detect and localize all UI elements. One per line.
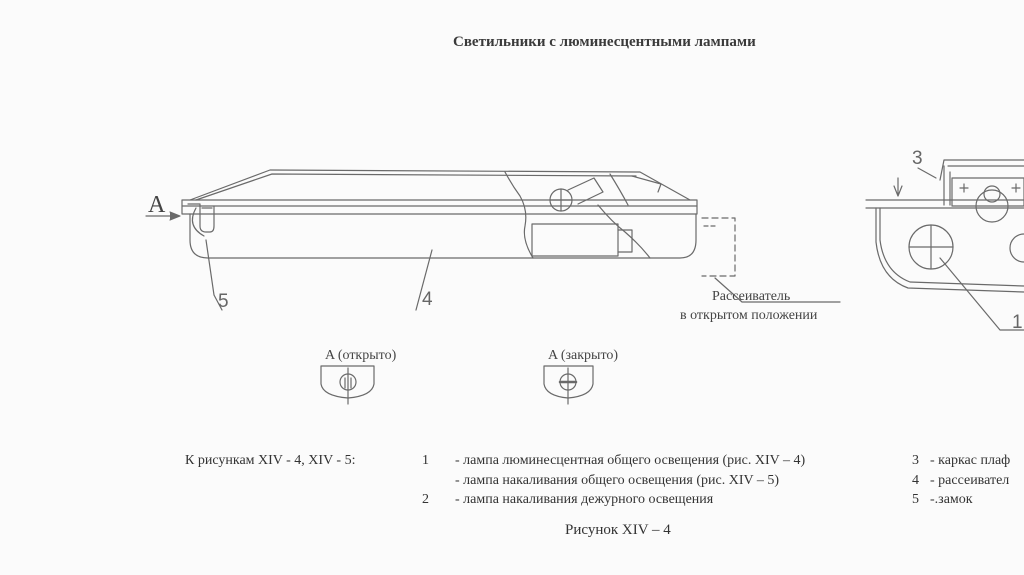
page-title: Светильники с люминесцентными лампами: [453, 34, 756, 50]
diffuser-label-line2: в открытом положении: [680, 308, 818, 323]
diffuser-label-line1: Рассеиватель: [712, 289, 790, 304]
lock-view-open: [320, 365, 375, 405]
legend-right-num-1: 3: [912, 453, 919, 468]
legend-left-num-1: 1: [422, 453, 429, 468]
legend-intro: К рисункам XIV - 4, XIV - 5:: [185, 453, 356, 468]
lock-view-closed: [543, 365, 594, 405]
legend-right-text-3: -.замок: [930, 492, 973, 507]
legend-right-num-3: 5: [912, 492, 919, 507]
legend-left-text-2: - лампа накаливания общего освещения (ри…: [455, 473, 779, 488]
legend-left-num-3: 2: [422, 492, 429, 507]
luminaire-side-view: [181, 169, 841, 311]
legend-left-text-3: - лампа накаливания дежурного освещения: [455, 492, 714, 507]
figure-caption: Рисунок XIV – 4: [565, 522, 671, 538]
legend-right-text-2: - рассеивател: [930, 473, 1010, 488]
callout-5: 5: [218, 291, 229, 312]
view-arrow-label: A: [148, 192, 166, 218]
lock-closed-label: A (закрыто): [548, 348, 618, 363]
lock-open-label: A (открыто): [325, 348, 397, 363]
callout-4: 4: [422, 289, 433, 310]
view-arrow: [145, 211, 181, 221]
cross-section-view: [865, 159, 1024, 331]
legend-right-text-1: - каркас плаф: [930, 453, 1011, 468]
callout-1: 1: [1012, 312, 1023, 333]
legend-right-num-2: 4: [912, 473, 919, 488]
legend-left-text-1: - лампа люминесцентная общего освещения …: [455, 453, 806, 468]
callout-3: 3: [912, 148, 923, 169]
